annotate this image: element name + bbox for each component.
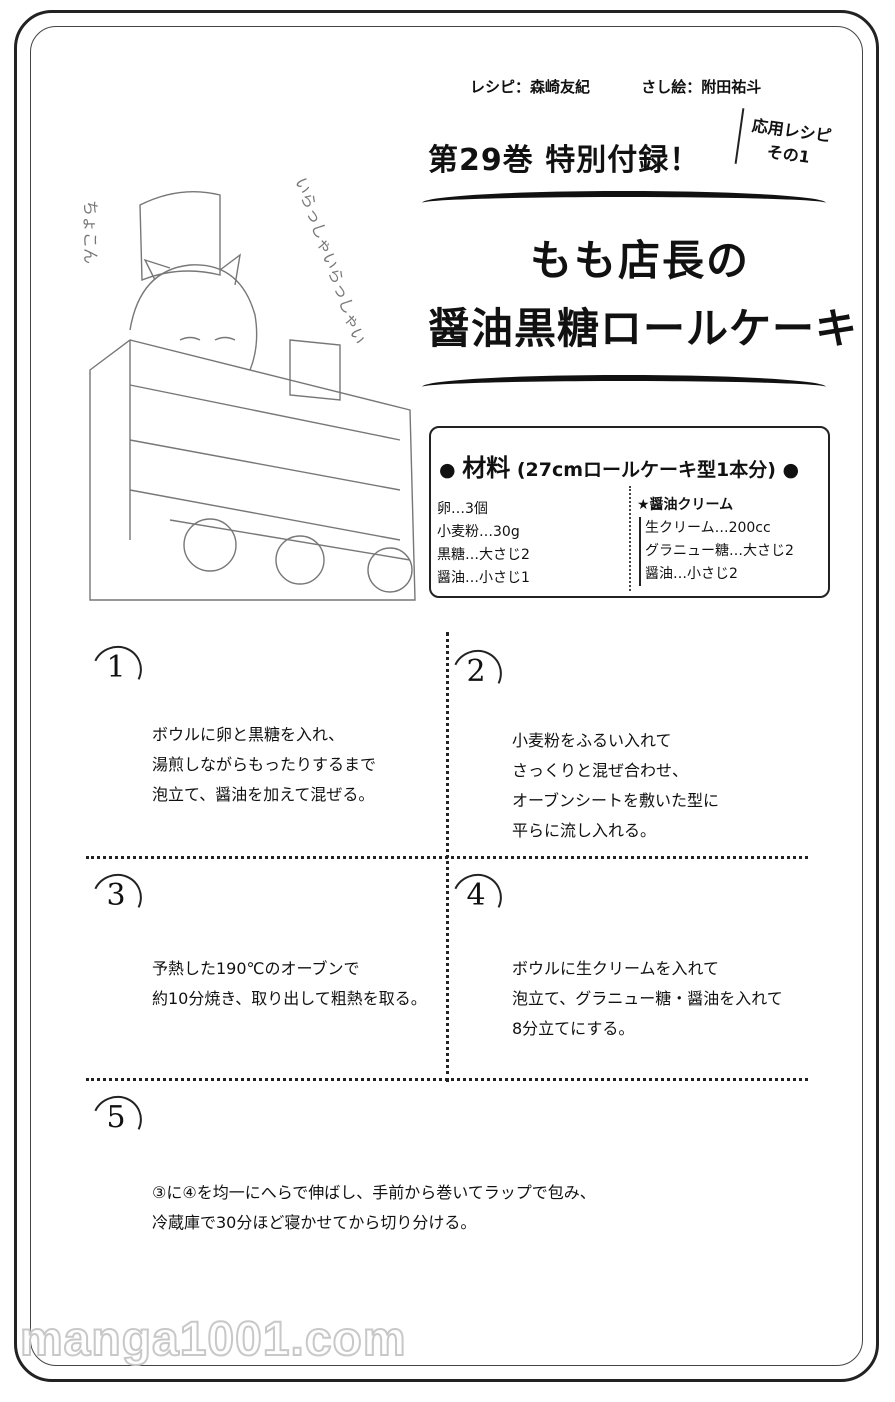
credits: レシピ：森崎友紀 さし絵：附田祐斗 — [470, 76, 807, 97]
hair — [129, 264, 258, 371]
step-3-text: 予熱した190℃のオーブンで 約10分焼き、取り出して粗熱を取る。 — [152, 959, 427, 1008]
cream-title: ★醤油クリーム — [637, 497, 734, 513]
ingredients-box: ● 材料 (27cmロールケーキ型1本分) ● 卵…3個 小麦粉…30g 黒糖…… — [429, 426, 830, 598]
step-1-number: 1 — [96, 648, 136, 688]
step-4-number: 4 — [456, 876, 496, 916]
page-border-inner — [30, 26, 863, 1366]
shop-sign — [289, 339, 341, 401]
ingredients-heading: 材料 — [462, 454, 511, 482]
step-divider-horizontal-2 — [86, 1078, 808, 1081]
sfx-irasshai: いらっしゃいらっしゃい — [291, 175, 369, 347]
title-swoosh-bottom — [422, 375, 826, 399]
cream-list: 生クリーム…200cc グラニュー糖…大さじ2 醤油…小さじ2 — [639, 517, 794, 586]
ingredients-list: 卵…3個 小麦粉…30g 黒糖…大さじ2 醤油…小さじ1 — [437, 498, 530, 590]
step-divider-horizontal-1 — [86, 856, 808, 859]
ingredient-item: 卵…3個 — [437, 501, 488, 517]
ingredients-divider — [629, 486, 631, 591]
ingredients-header: ● 材料 (27cmロールケーキ型1本分) ● — [439, 454, 800, 482]
recipe-credit: レシピ：森崎友紀 — [470, 78, 591, 96]
shop-manager-illustration: いらっしゃいらっしゃい ちょこん — [81, 175, 416, 601]
cream-item: 生クリーム…200cc — [645, 520, 771, 536]
step-4-text: ボウルに生クリームを入れて 泡立て、グラニュー糖・醤油を入れて 8分立てにする。 — [512, 959, 783, 1038]
page-border-outer — [14, 10, 879, 1382]
watermark: manga1001.com — [19, 1312, 407, 1367]
cream-item: 醤油…小さじ2 — [645, 566, 738, 582]
ingredient-item: 黒糖…大さじ2 — [437, 547, 530, 563]
step-2-number: 2 — [456, 652, 496, 692]
title-block: 第29巻 特別付録！ 応用レシピ その1 もも店長の 醤油黒糖ロールケーキ — [422, 108, 857, 381]
ingredient-item: 醤油…小さじ1 — [437, 570, 530, 586]
title-line-1: もも店長の — [530, 236, 751, 285]
step-5-number: 5 — [96, 1098, 136, 1138]
cream-item: グラニュー糖…大さじ2 — [645, 543, 794, 559]
cream-ingredients: ★醤油クリーム 生クリーム…200cc グラニュー糖…大さじ2 醤油…小さじ2 — [637, 494, 794, 586]
ingredients-subheading: (27cmロールケーキ型1本分) — [516, 459, 776, 481]
supplement-label: 第29巻 特別付録！ — [428, 143, 701, 178]
illustration-credit: さし絵：附田祐斗 — [641, 78, 762, 96]
step-5-text: ③に④を均一にへらで伸ばし、手前から巻いてラップで包み、 冷蔵庫で30分ほど寝か… — [152, 1183, 596, 1232]
ingredient-item: 小麦粉…30g — [437, 524, 520, 540]
sfx-chokon: ちょこん — [81, 200, 100, 264]
display-case — [89, 339, 416, 601]
step-1-text: ボウルに卵と黒糖を入れ、 湯煎しながらもったりするまで 泡立て、醤油を加えて混ぜ… — [152, 725, 377, 804]
title-line-2: 醤油黒糖ロールケーキ — [428, 304, 859, 353]
step-2-text: 小麦粉をふるい入れて さっくりと混ぜ合わせ、 オーブンシートを敷いた型に 平らに… — [512, 731, 720, 840]
step-3-number: 3 — [96, 876, 136, 916]
title-swoosh-top — [422, 191, 826, 215]
